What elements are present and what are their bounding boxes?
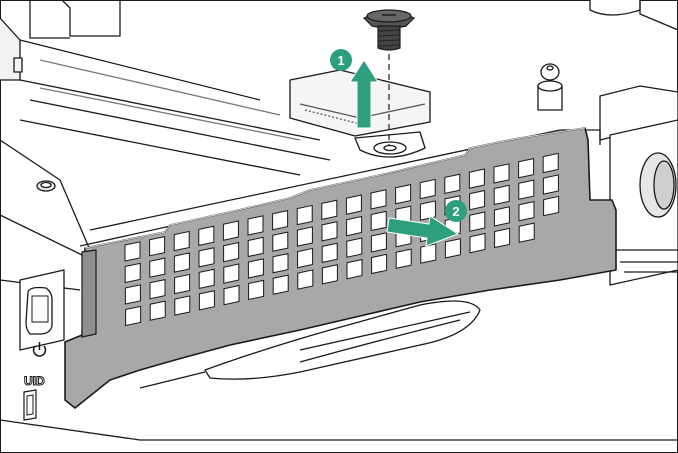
vent-hole bbox=[272, 231, 289, 252]
vent-hole bbox=[518, 179, 535, 200]
vent-hole bbox=[370, 232, 387, 253]
power-icon bbox=[32, 342, 47, 357]
blank-left-lip bbox=[81, 249, 97, 338]
vent-hole bbox=[222, 220, 239, 241]
vent-hole bbox=[223, 284, 240, 306]
vent-hole bbox=[198, 290, 215, 311]
vent-hole bbox=[518, 201, 535, 222]
step-2-badge: 2 bbox=[445, 200, 467, 222]
vent-hole bbox=[124, 262, 141, 284]
vent-hole bbox=[173, 252, 190, 273]
vent-hole bbox=[469, 189, 486, 211]
vent-hole bbox=[346, 215, 363, 237]
vent-hole bbox=[272, 253, 289, 274]
vent-hole bbox=[493, 206, 510, 227]
screw-icon bbox=[362, 9, 416, 51]
vent-hole bbox=[542, 174, 559, 195]
vent-hole bbox=[198, 268, 215, 290]
arrow-up-icon bbox=[349, 59, 379, 129]
vent-hole bbox=[297, 269, 314, 290]
vent-hole bbox=[223, 263, 240, 284]
vent-hole bbox=[149, 257, 166, 278]
vent-hole bbox=[149, 236, 166, 257]
vent-hole bbox=[518, 222, 535, 243]
vent-hole bbox=[272, 210, 289, 231]
vent-hole bbox=[124, 284, 141, 305]
uid-label: UID bbox=[24, 374, 45, 388]
vent-hole bbox=[149, 300, 166, 321]
vent-holes bbox=[124, 152, 560, 327]
vent-hole bbox=[248, 279, 265, 301]
step-2-number: 2 bbox=[452, 204, 459, 219]
vent-hole bbox=[469, 232, 486, 254]
vent-hole bbox=[321, 242, 338, 264]
vent-hole bbox=[444, 173, 461, 195]
vent-hole bbox=[321, 264, 338, 285]
vent-hole bbox=[247, 215, 264, 236]
arrow-right-icon bbox=[386, 215, 460, 247]
vent-hole bbox=[370, 210, 387, 232]
vent-hole bbox=[174, 295, 191, 316]
vent-hole bbox=[198, 247, 215, 268]
vent-hole bbox=[468, 168, 485, 189]
vent-hole bbox=[419, 200, 436, 221]
vent-hole bbox=[493, 163, 510, 184]
vent-hole bbox=[518, 158, 535, 179]
vent-hole bbox=[173, 230, 190, 252]
vent-hole bbox=[198, 225, 215, 247]
vent-hole bbox=[247, 258, 264, 279]
vent-hole bbox=[174, 273, 191, 295]
vent-hole bbox=[272, 274, 289, 295]
vent-hole bbox=[494, 227, 511, 249]
vent-hole bbox=[296, 226, 313, 247]
power-button[interactable] bbox=[25, 286, 53, 335]
vent-hole bbox=[124, 241, 141, 262]
riser-blank[interactable] bbox=[64, 127, 617, 409]
vent-hole bbox=[542, 152, 559, 174]
vent-hole bbox=[395, 248, 412, 269]
vent-hole bbox=[345, 194, 362, 215]
vent-hole bbox=[419, 178, 436, 200]
vent-hole bbox=[493, 184, 510, 206]
vent-hole bbox=[543, 195, 560, 217]
vent-hole bbox=[125, 305, 142, 327]
vent-hole bbox=[469, 211, 486, 232]
vent-hole bbox=[321, 221, 338, 242]
vent-hole bbox=[395, 184, 412, 205]
step-1-badge: 1 bbox=[330, 49, 352, 71]
vent-hole bbox=[346, 237, 363, 258]
vent-hole bbox=[321, 199, 338, 221]
vent-hole bbox=[371, 253, 388, 275]
uid-button[interactable] bbox=[23, 389, 37, 421]
vent-hole bbox=[444, 238, 461, 259]
vent-hole bbox=[223, 241, 240, 263]
vent-hole bbox=[149, 279, 166, 300]
step-1-number: 1 bbox=[337, 53, 344, 68]
vent-hole bbox=[420, 243, 437, 264]
vent-hole bbox=[346, 258, 363, 280]
blank-top-edge bbox=[84, 127, 586, 249]
vent-hole bbox=[370, 189, 387, 210]
vent-hole bbox=[247, 236, 264, 258]
vent-hole bbox=[297, 247, 314, 269]
vent-hole bbox=[296, 204, 313, 226]
